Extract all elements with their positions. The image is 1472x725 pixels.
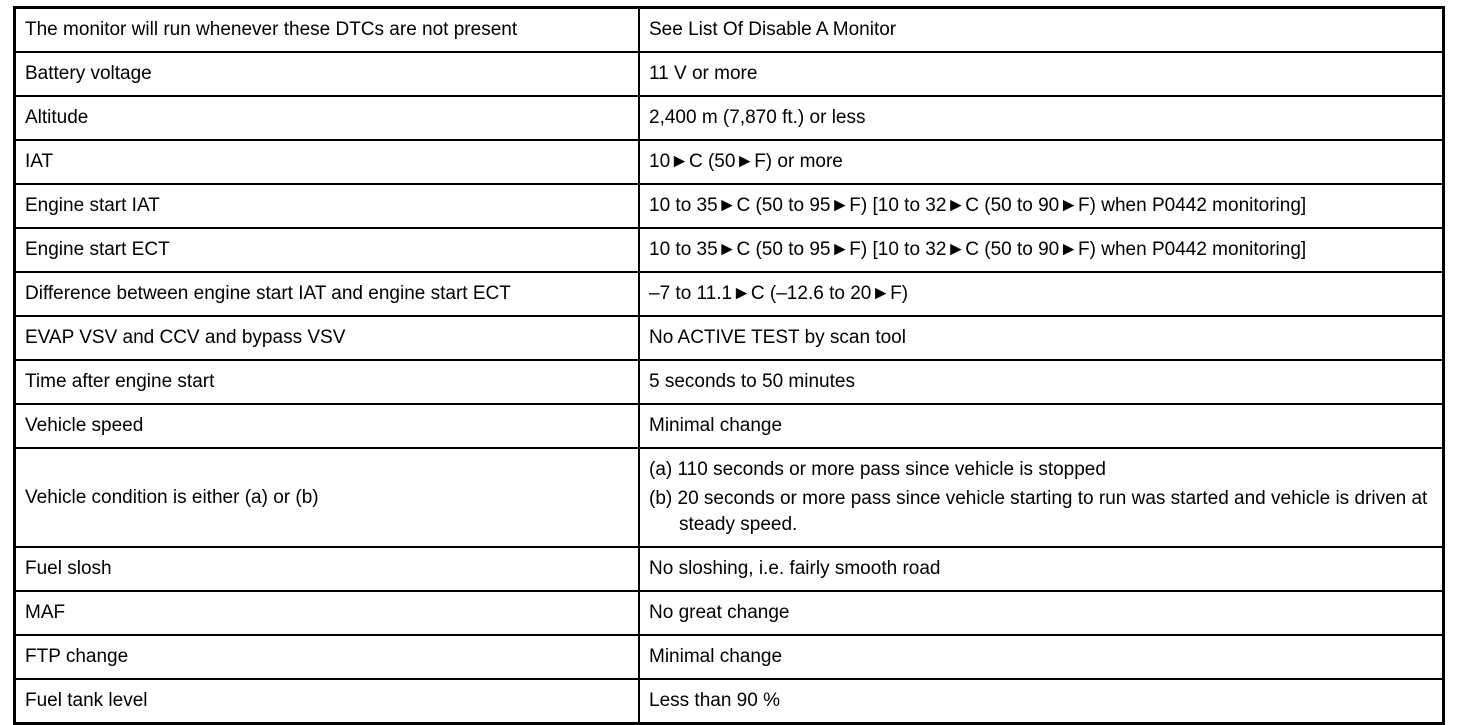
conditions-table-body: The monitor will run whenever these DTCs… xyxy=(13,6,1445,725)
value-line: 5 seconds to 50 minutes xyxy=(649,371,855,392)
table-row: Time after engine start 5 seconds to 50 … xyxy=(13,359,1445,405)
condition-cell: FTP change xyxy=(13,634,640,680)
value-line: 11 V or more xyxy=(649,63,758,84)
value-cell: No sloshing, i.e. fairly smooth road xyxy=(638,546,1445,592)
table-row: Engine start ECT 10 to 35►C (50 to 95►F)… xyxy=(13,227,1445,273)
value-line: 2,400 m (7,870 ft.) or less xyxy=(649,107,866,128)
value-line: See List Of Disable A Monitor xyxy=(649,19,897,40)
value-line: No ACTIVE TEST by scan tool xyxy=(649,327,906,348)
condition-cell: Vehicle condition is either (a) or (b) xyxy=(13,447,640,548)
value-cell: (a) 110 seconds or more pass since vehic… xyxy=(638,447,1445,548)
value-line: 10 to 35►C (50 to 95►F) [10 to 32►C (50 … xyxy=(649,239,1307,260)
value-cell: No great change xyxy=(638,590,1445,636)
value-cell: 10 to 35►C (50 to 95►F) [10 to 32►C (50 … xyxy=(638,227,1445,273)
value-line: 10 to 35►C (50 to 95►F) [10 to 32►C (50 … xyxy=(649,195,1307,216)
value-cell: –7 to 11.1►C (–12.6 to 20►F) xyxy=(638,271,1445,317)
monitor-conditions-table: The monitor will run whenever these DTCs… xyxy=(13,6,1445,725)
condition-cell: Engine start IAT xyxy=(13,183,640,229)
value-line: (b) 20 seconds or more pass since vehicl… xyxy=(649,488,1428,535)
table-row: The monitor will run whenever these DTCs… xyxy=(13,6,1445,53)
value-cell: No ACTIVE TEST by scan tool xyxy=(638,315,1445,361)
condition-cell: Vehicle speed xyxy=(13,403,640,449)
value-cell: Minimal change xyxy=(638,634,1445,680)
value-line: Less than 90 % xyxy=(649,690,780,711)
condition-cell: Engine start ECT xyxy=(13,227,640,273)
condition-cell: Fuel slosh xyxy=(13,546,640,592)
table-row: Fuel tank level Less than 90 % xyxy=(13,678,1445,725)
table-row: Difference between engine start IAT and … xyxy=(13,271,1445,317)
table-row: Engine start IAT 10 to 35►C (50 to 95►F)… xyxy=(13,183,1445,229)
value-line: Minimal change xyxy=(649,415,783,436)
table-row: Altitude 2,400 m (7,870 ft.) or less xyxy=(13,95,1445,141)
table-row: Battery voltage 11 V or more xyxy=(13,51,1445,97)
table-row: Vehicle condition is either (a) or (b) (… xyxy=(13,447,1445,548)
value-cell: 2,400 m (7,870 ft.) or less xyxy=(638,95,1445,141)
value-cell: See List Of Disable A Monitor xyxy=(638,6,1445,53)
table-row: FTP change Minimal change xyxy=(13,634,1445,680)
condition-cell: MAF xyxy=(13,590,640,636)
value-cell: 5 seconds to 50 minutes xyxy=(638,359,1445,405)
table-row: EVAP VSV and CCV and bypass VSV No ACTIV… xyxy=(13,315,1445,361)
value-line: No sloshing, i.e. fairly smooth road xyxy=(649,558,941,579)
condition-cell: EVAP VSV and CCV and bypass VSV xyxy=(13,315,640,361)
condition-cell: IAT xyxy=(13,139,640,185)
condition-cell: Fuel tank level xyxy=(13,678,640,725)
table-row: MAF No great change xyxy=(13,590,1445,636)
condition-cell: Battery voltage xyxy=(13,51,640,97)
value-line: No great change xyxy=(649,602,790,623)
condition-cell: Time after engine start xyxy=(13,359,640,405)
condition-cell: Altitude xyxy=(13,95,640,141)
value-line: –7 to 11.1►C (–12.6 to 20►F) xyxy=(649,283,909,304)
value-line: Minimal change xyxy=(649,646,783,667)
value-cell: 10 to 35►C (50 to 95►F) [10 to 32►C (50 … xyxy=(638,183,1445,229)
value-line: (a) 110 seconds or more pass since vehic… xyxy=(649,459,1106,480)
value-cell: Less than 90 % xyxy=(638,678,1445,725)
condition-cell: Difference between engine start IAT and … xyxy=(13,271,640,317)
value-cell: 10►C (50►F) or more xyxy=(638,139,1445,185)
table-row: IAT 10►C (50►F) or more xyxy=(13,139,1445,185)
monitor-conditions-table-wrapper: The monitor will run whenever these DTCs… xyxy=(13,6,1445,725)
value-cell: Minimal change xyxy=(638,403,1445,449)
table-row: Fuel slosh No sloshing, i.e. fairly smoo… xyxy=(13,546,1445,592)
table-row: Vehicle speed Minimal change xyxy=(13,403,1445,449)
value-cell: 11 V or more xyxy=(638,51,1445,97)
condition-cell: The monitor will run whenever these DTCs… xyxy=(13,6,640,53)
value-line: 10►C (50►F) or more xyxy=(649,151,843,172)
